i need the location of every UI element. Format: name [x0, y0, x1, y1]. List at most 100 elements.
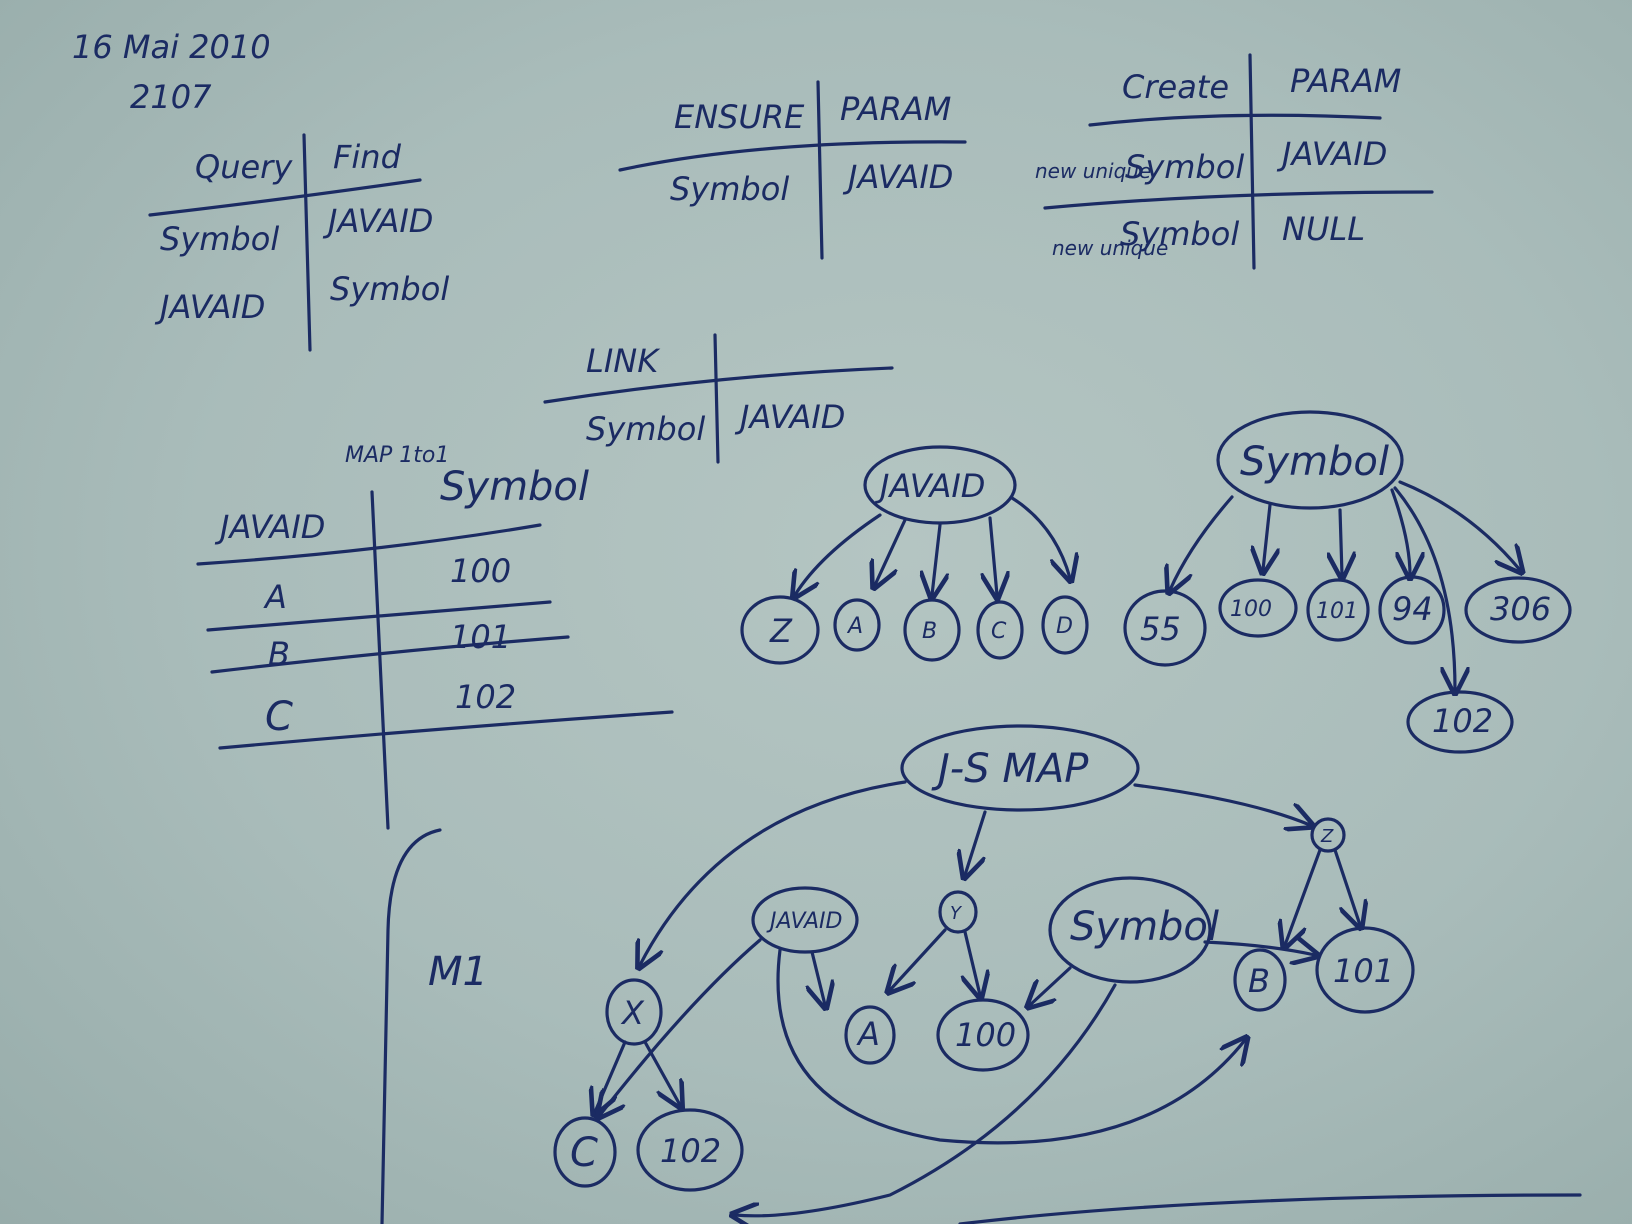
symbol-node-306-label: 306: [1490, 590, 1551, 628]
map-header-javaid: JAVAID: [214, 508, 325, 546]
create-table-rule-mid: [1043, 190, 1434, 210]
link-row-1-key: Symbol: [586, 410, 705, 448]
javaid-tree-edge-d: [1010, 496, 1070, 578]
jsmap-edge-javaid-b: [776, 948, 1245, 1145]
ensure-header: ENSURE: [674, 98, 805, 136]
jsmap-edge-y-a: [890, 928, 947, 990]
javaid-node-c-label: C: [991, 619, 1007, 644]
symbol-tree-root: [1216, 410, 1404, 510]
jsmap-node-x-label: X: [620, 994, 645, 1032]
ensure-param-header: PARAM: [840, 90, 951, 128]
jsmap-node-javaid: [751, 886, 859, 954]
create-param-header: PARAM: [1290, 62, 1401, 100]
map-table-rule-header: [196, 523, 542, 566]
map-header-symbol: Symbol: [440, 464, 589, 510]
symbol-node-94-label: 94: [1392, 590, 1433, 628]
javaid-tree: JAVAID Z A B C D: [740, 445, 1089, 665]
symbol-tree-edge-101: [1340, 508, 1342, 575]
jsmap-node-symbol: [1048, 876, 1212, 984]
symbol-tree-edge-306: [1398, 480, 1520, 570]
create-row-1-value: JAVAID: [1276, 135, 1387, 173]
javaid-tree-edge-b: [932, 523, 940, 595]
link-table: LINK Symbol JAVAID: [543, 333, 894, 464]
jsmap-node-a: [844, 1005, 896, 1065]
create-row-1-note: new unique: [1035, 159, 1151, 183]
javaid-tree-edge-a: [875, 518, 907, 585]
symbol-tree-root-label: Symbol: [1240, 439, 1389, 485]
find-header: Find: [333, 138, 402, 176]
ensure-row-1-value: JAVAID: [842, 158, 953, 196]
map-table-rule-2: [210, 635, 570, 674]
map-table: MAP 1to1 JAVAID Symbol A 100 B 101 C 102: [196, 443, 674, 830]
jsmap-node-z: [1310, 817, 1346, 853]
query-row-2-key: JAVAID: [154, 288, 265, 326]
jsmap-root-label: J-S MAP: [931, 746, 1089, 792]
symbol-node-100: [1218, 578, 1298, 638]
javaid-tree-edge-c: [990, 516, 997, 595]
link-table-divider: [713, 333, 720, 464]
ensure-row-1-key: Symbol: [670, 170, 789, 208]
javaid-tree-root-label: JAVAID: [874, 467, 985, 505]
m1-bracket: [380, 828, 442, 1224]
symbol-node-101: [1306, 578, 1370, 642]
query-row-2-value: Symbol: [330, 270, 449, 308]
query-row-1-key: Symbol: [160, 220, 279, 258]
jsmap-node-z-label: Z: [1320, 826, 1334, 847]
create-row-2-key: Symbol: [1120, 215, 1239, 253]
jsmap-node-symbol-label: Symbol: [1070, 904, 1219, 950]
jsmap-node-x: [605, 978, 663, 1046]
jsmap-edge-symbol-101: [1203, 942, 1315, 955]
jsmap-edge-z-b: [1285, 848, 1322, 945]
ensure-table-divider: [816, 80, 824, 260]
symbol-node-94: [1378, 575, 1446, 645]
jsmap-edge-symbol-102: [735, 983, 1117, 1216]
query-row-1-value: JAVAID: [322, 202, 433, 240]
symbol-tree-edge-102: [1393, 486, 1455, 690]
symbol-node-102: [1406, 690, 1514, 754]
ensure-table: ENSURE PARAM Symbol JAVAID: [618, 80, 967, 260]
query-table: Query Find Symbol JAVAID JAVAID Symbol: [148, 133, 449, 352]
create-table-rule-top: [1088, 113, 1382, 127]
jsmap-edge-z: [1133, 783, 1310, 825]
jsmap-node-100-label: 100: [955, 1016, 1016, 1054]
symbol-tree-edge-100: [1263, 503, 1270, 570]
jsmap-node-y: [938, 890, 978, 934]
jsmap-edge-symbol-100: [1030, 966, 1072, 1005]
symbol-tree-edge-55: [1170, 495, 1234, 590]
symbol-node-55: [1123, 589, 1207, 667]
javaid-tree-edge-z: [795, 513, 882, 595]
jsmap-edge-y: [965, 810, 987, 875]
jsmap-edge-y-100: [965, 930, 980, 995]
javaid-node-d: [1041, 595, 1089, 655]
m1-group: M1: [380, 828, 488, 1224]
javaid-node-a-label: A: [846, 614, 863, 639]
map-caption: MAP 1to1: [345, 443, 449, 468]
map-table-rule-3: [218, 710, 674, 750]
header-note: 16 Mai 2010 2107: [72, 28, 271, 116]
ensure-table-rule: [618, 140, 967, 172]
jsmap-edge-javaid-a: [812, 950, 825, 1005]
jsmap-edge-x: [640, 780, 907, 965]
query-table-divider: [302, 133, 312, 352]
map-row-2-javaid: B: [268, 635, 290, 673]
jsmap-node-102: [636, 1108, 744, 1192]
javaid-node-b: [903, 598, 961, 662]
create-row-1-key: Symbol: [1125, 148, 1244, 186]
query-table-rule: [148, 178, 422, 217]
jsmap-node-b-label: B: [1248, 962, 1270, 1000]
link-table-rule: [543, 366, 894, 404]
map-row-3-javaid: C: [265, 694, 293, 740]
map-row-1-javaid: A: [263, 578, 287, 616]
jsmap-node-c-label: C: [570, 1130, 598, 1176]
javaid-node-d-label: D: [1056, 614, 1073, 639]
link-header: LINK: [586, 342, 661, 380]
jsmap-node-101-label: 101: [1333, 952, 1394, 990]
create-table-divider: [1248, 53, 1256, 270]
bottom-stroke: [958, 1193, 1582, 1224]
javaid-node-z-label: Z: [769, 612, 793, 650]
javaid-node-b-label: B: [922, 619, 937, 644]
symbol-node-55-label: 55: [1140, 610, 1181, 648]
map-row-2-symbol: 101: [450, 618, 511, 656]
jsmap-node-102-label: 102: [660, 1132, 721, 1170]
